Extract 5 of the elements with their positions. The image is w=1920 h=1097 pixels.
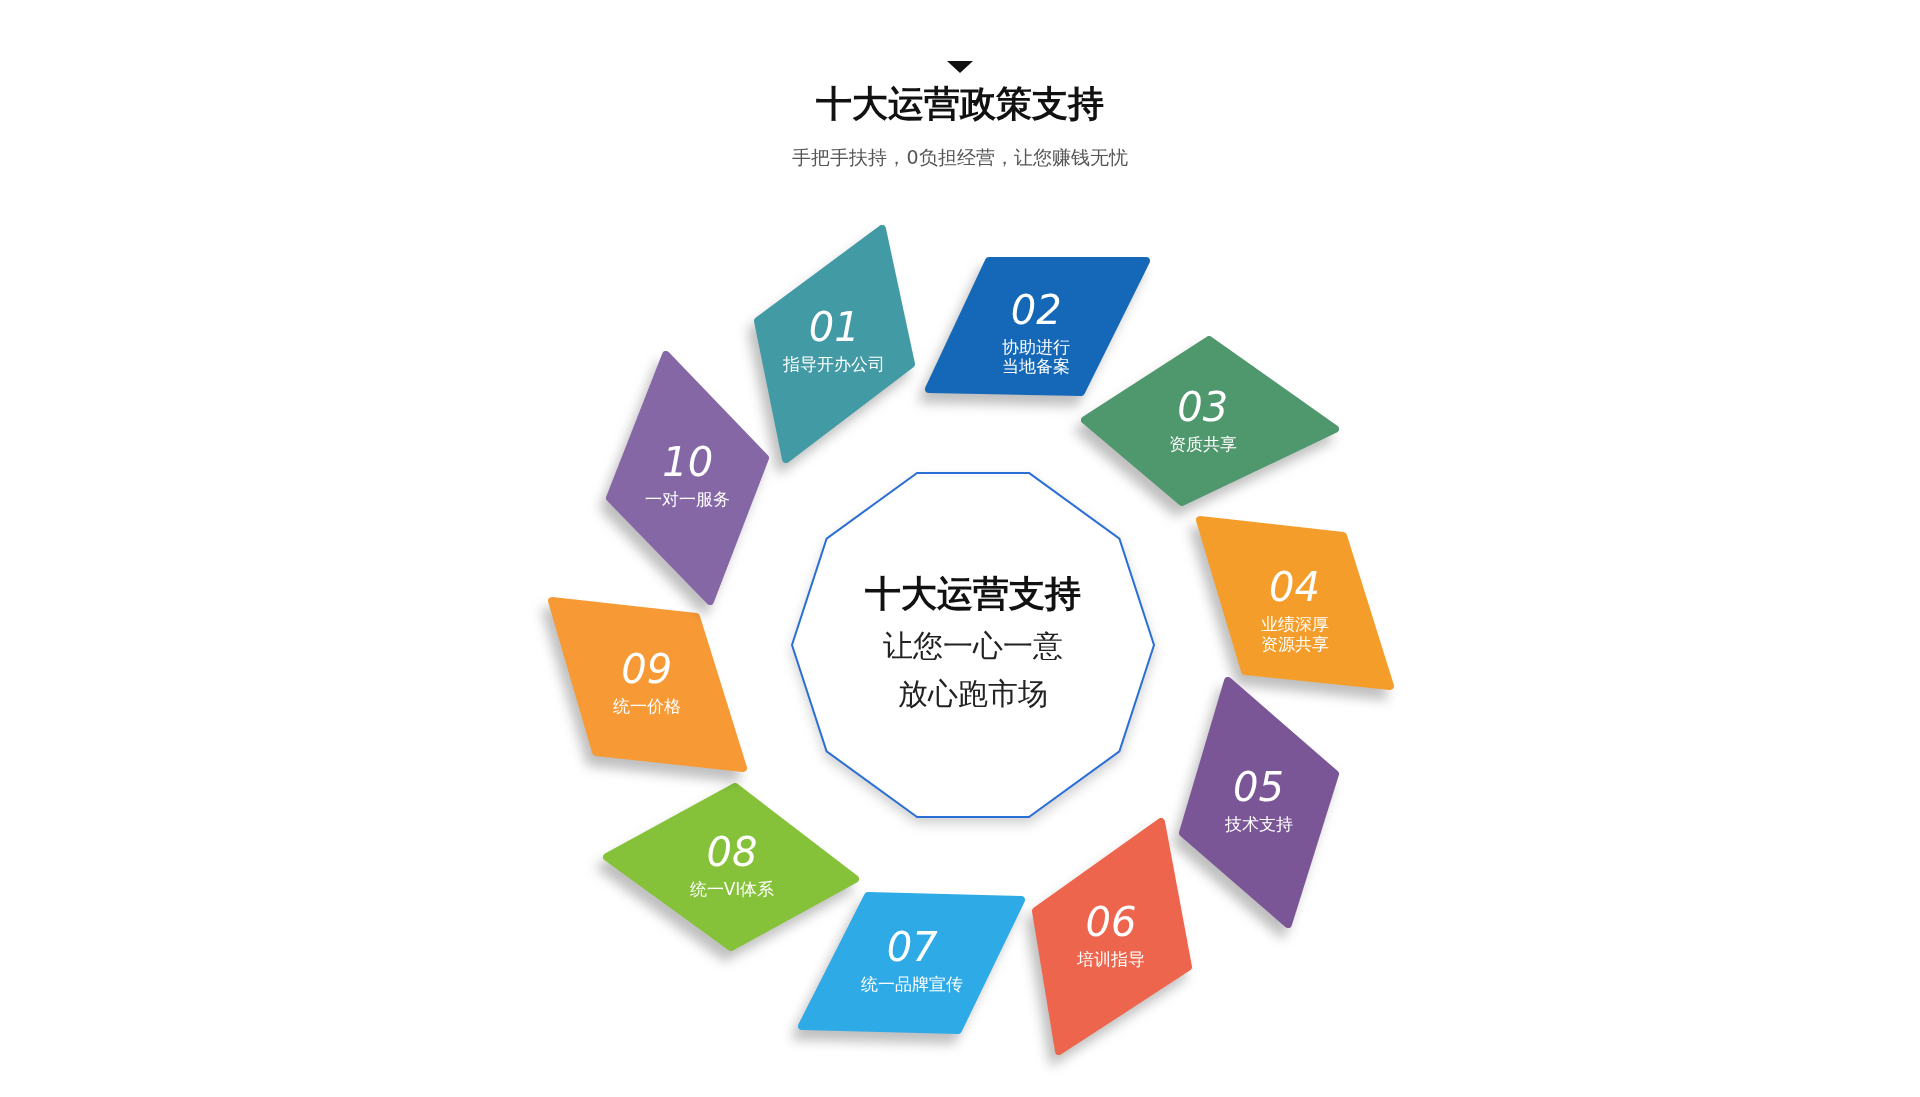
subtitle: 手把手扶持，0负担经营，让您赚钱无忧 — [792, 146, 1128, 168]
title: 十大运营政策支持 — [816, 83, 1104, 124]
center-text: 让您一心一意放心跑市场 — [882, 627, 1064, 713]
decagon-node — [792, 473, 1154, 817]
center-heading: 十大运营支持 — [865, 572, 1081, 616]
